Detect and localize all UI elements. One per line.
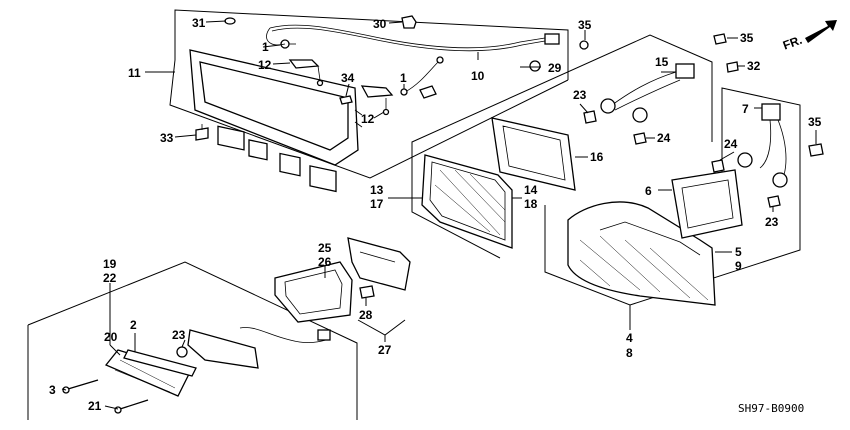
callout-21: 21 bbox=[88, 399, 102, 413]
clip-part-30 bbox=[401, 15, 417, 29]
nut-part-29 bbox=[529, 60, 541, 72]
callout-27: 27 bbox=[378, 343, 392, 357]
nut-part-32 bbox=[726, 61, 739, 73]
side-marker-gasket-part bbox=[123, 349, 197, 377]
callout-28: 28 bbox=[359, 308, 373, 322]
callout-25: 25 bbox=[318, 241, 332, 255]
callout-26: 26 bbox=[318, 255, 332, 269]
callout-13: 13 bbox=[370, 183, 384, 197]
grommet-35-c bbox=[808, 143, 824, 157]
callout-8: 8 bbox=[626, 346, 633, 360]
callout-18: 18 bbox=[524, 197, 538, 211]
callout-24-center: 24 bbox=[657, 131, 671, 145]
callout-10: 10 bbox=[471, 69, 485, 83]
callout-35-right: 35 bbox=[808, 115, 822, 129]
callout-23-center: 23 bbox=[573, 88, 587, 102]
callout-6: 6 bbox=[645, 184, 652, 198]
center-socket-harness-part bbox=[583, 63, 695, 145]
rear-center-light-group-box bbox=[411, 34, 713, 259]
callout-9: 9 bbox=[735, 259, 742, 273]
taillight-lens-part bbox=[567, 201, 716, 306]
callout-33: 33 bbox=[160, 131, 174, 145]
clip-part-34 bbox=[339, 95, 353, 105]
callout-labels: 31 30 35 1 12 11 34 1 12 10 29 33 35 32 … bbox=[49, 16, 822, 413]
callout-24-right: 24 bbox=[724, 137, 738, 151]
center-gasket-part bbox=[491, 117, 576, 191]
side-marker-housing-part bbox=[187, 327, 331, 369]
callout-5: 5 bbox=[735, 245, 742, 259]
socket-part-lower bbox=[419, 85, 437, 99]
callout-23-left: 23 bbox=[172, 328, 186, 342]
fr-direction-label: FR. bbox=[781, 33, 804, 53]
side-marker-bracket-part bbox=[347, 237, 411, 291]
callout-19: 19 bbox=[103, 257, 117, 271]
license-garnish-part bbox=[189, 49, 363, 193]
callout-16: 16 bbox=[590, 150, 604, 164]
callout-22: 22 bbox=[103, 271, 117, 285]
callout-1-upper: 1 bbox=[262, 40, 269, 54]
callout-2: 2 bbox=[130, 318, 137, 332]
callout-20: 20 bbox=[104, 330, 118, 344]
callout-31: 31 bbox=[192, 16, 206, 30]
callout-12-lower: 12 bbox=[361, 112, 375, 126]
screw-part-21 bbox=[114, 399, 149, 414]
callout-15: 15 bbox=[655, 55, 669, 69]
center-lens-part bbox=[421, 154, 513, 249]
callout-7: 7 bbox=[742, 102, 749, 116]
callout-30: 30 bbox=[373, 17, 387, 31]
callout-35-right-top: 35 bbox=[740, 31, 754, 45]
callout-12-upper: 12 bbox=[258, 58, 272, 72]
callout-1-lower: 1 bbox=[400, 71, 407, 85]
fr-arrow-icon bbox=[805, 20, 837, 43]
grommet-35-a bbox=[579, 40, 589, 50]
leader-lines bbox=[61, 20, 817, 410]
side-marker-bezel-part bbox=[274, 261, 353, 323]
screw-part-33 bbox=[195, 124, 209, 141]
screw-part-3 bbox=[62, 379, 99, 394]
license-garnish-group-box bbox=[169, 9, 569, 179]
callout-14: 14 bbox=[524, 183, 538, 197]
callout-11: 11 bbox=[128, 66, 141, 80]
taillight-socket-harness-part bbox=[711, 103, 788, 208]
side-bulb-part bbox=[176, 346, 188, 358]
callout-4: 4 bbox=[626, 331, 633, 345]
clip-part-28 bbox=[359, 285, 375, 299]
grommet-part bbox=[224, 17, 236, 25]
taillight-group-box bbox=[544, 87, 801, 306]
callout-23-right: 23 bbox=[765, 215, 779, 229]
taillight-gasket-part bbox=[671, 169, 743, 239]
callout-29: 29 bbox=[548, 61, 562, 75]
callout-35-top: 35 bbox=[578, 18, 592, 32]
callout-17: 17 bbox=[370, 197, 384, 211]
side-marker-group-box bbox=[27, 261, 358, 420]
grommet-35-b bbox=[713, 33, 727, 45]
callout-32: 32 bbox=[747, 59, 761, 73]
wire-harness-part bbox=[266, 24, 560, 96]
callout-3: 3 bbox=[49, 383, 56, 397]
license-light-lower bbox=[360, 85, 394, 116]
license-light-upper bbox=[288, 59, 324, 87]
diagram-code: SH97-B0900 bbox=[738, 402, 804, 415]
callout-34: 34 bbox=[341, 71, 355, 85]
